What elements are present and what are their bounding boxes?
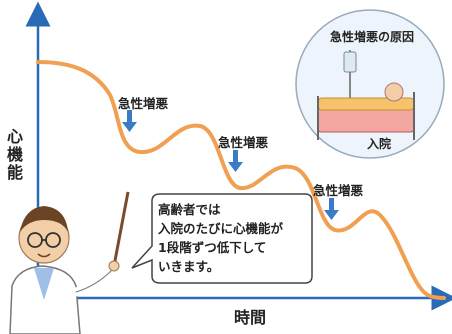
speech-line: 1段階ずつ低下して <box>158 240 267 255</box>
doctor-illustration <box>9 191 130 334</box>
heart-function-curve <box>36 60 446 300</box>
speech-line: 入院のたびに心機能が <box>158 221 284 236</box>
speech-text: 高齢者では 入院のたびに心機能が 1段階ずつ低下して いきます。 <box>158 200 283 276</box>
speech-bubble <box>131 193 313 284</box>
speech-line: 高齢者では <box>158 202 221 217</box>
x-axis-label: 時間 <box>234 308 267 327</box>
down-arrow-icon <box>324 198 339 220</box>
annotation-label: 急性増悪 <box>118 96 169 111</box>
down-arrow-icon <box>228 150 243 172</box>
inset-caption: 入院 <box>367 137 392 151</box>
inset-title: 急性増悪の原因 <box>330 30 415 44</box>
y-axis-label: 心機能 <box>6 127 23 182</box>
annotation-label: 急性増悪 <box>313 183 364 198</box>
down-arrow-icon <box>122 110 137 132</box>
annotation-label: 急性増悪 <box>218 135 269 150</box>
hospital-inset <box>295 9 445 159</box>
speech-line: いきます。 <box>158 259 220 274</box>
